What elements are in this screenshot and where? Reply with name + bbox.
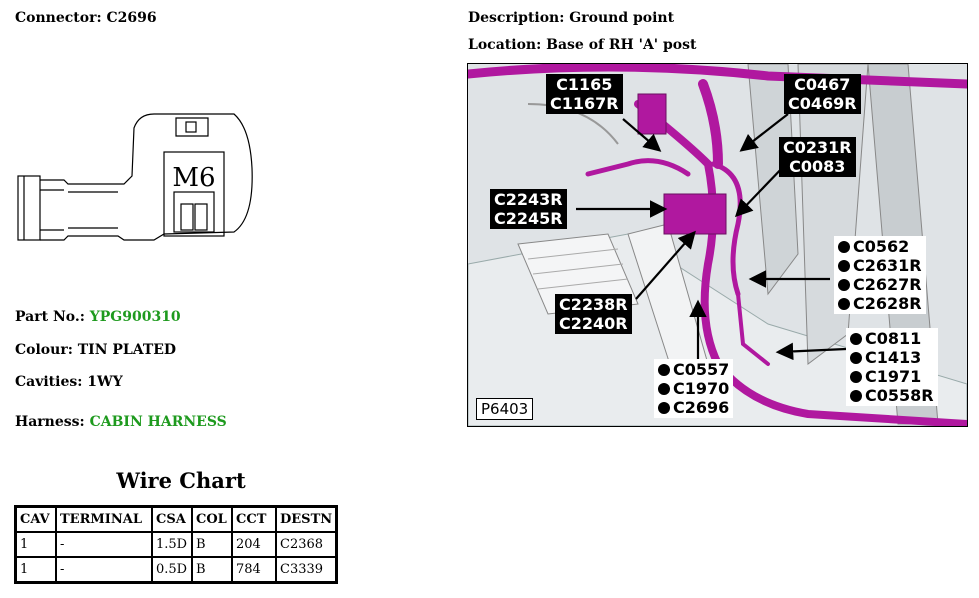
cavities-value: 1WY: [87, 374, 123, 390]
callout-line: C0231R: [783, 138, 852, 157]
table-row: 1 - 0.5D B 784 C3339: [14, 556, 338, 584]
table-row: 1 - 1.5D B 204 C2368: [14, 531, 338, 558]
bullet-icon: [850, 390, 862, 402]
callout-line: C1413: [850, 348, 934, 367]
callout-line: C1167R: [550, 94, 619, 113]
cell-csa: 0.5D: [151, 556, 193, 584]
cell-terminal: -: [55, 556, 153, 584]
callout-line: C2696: [658, 398, 729, 417]
connector-drawing: M6: [17, 113, 253, 241]
header-cct: CCT: [231, 505, 277, 533]
callout-line: C1165: [556, 75, 613, 94]
location-illustration: C1165 C1167R C0467 C0469R C0231R C0083 C…: [467, 63, 968, 427]
callout-line: C2240R: [559, 314, 628, 333]
bullet-icon: [850, 371, 862, 383]
cell-cct: 784: [231, 556, 277, 584]
callout-line: C2628R: [838, 294, 922, 313]
cell-destn: C3339: [275, 556, 338, 584]
callout-c2238r[interactable]: C2238R C2240R: [555, 294, 632, 334]
header-terminal: TERMINAL: [55, 505, 153, 533]
stud-label: M6: [172, 163, 215, 193]
cavities-row: Cavities: 1WY: [15, 374, 123, 390]
cell-col: B: [191, 531, 233, 558]
bullet-icon: [850, 352, 862, 364]
callout-line: C0083: [789, 157, 846, 176]
header-cav: CAV: [14, 505, 57, 533]
bullet-icon: [658, 383, 670, 395]
illustration-reference: P6403: [476, 398, 534, 420]
bullet-icon: [838, 260, 850, 272]
table-header-row: CAV TERMINAL CSA COL CCT DESTN: [14, 505, 338, 533]
cell-cav: 1: [14, 531, 57, 558]
part-no-row: Part No.: YPG900310: [15, 309, 181, 325]
bullet-icon: [658, 364, 670, 376]
callout-line: C1971: [850, 367, 934, 386]
callout-line: C0558R: [850, 386, 934, 405]
cell-cav: 1: [14, 556, 57, 584]
cell-destn: C2368: [275, 531, 338, 558]
callout-line: C1970: [658, 379, 729, 398]
description-value: Ground point: [569, 10, 675, 26]
callout-line: C2243R: [494, 190, 563, 209]
bullet-icon: [658, 402, 670, 414]
wire-chart-table: CAV TERMINAL CSA COL CCT DESTN 1 - 1.5D …: [14, 505, 339, 584]
connector-value: C2696: [106, 10, 157, 26]
callout-line: C0469R: [788, 94, 857, 113]
header-csa: CSA: [151, 505, 193, 533]
location-value: Base of RH 'A' post: [546, 37, 697, 53]
wire-chart-title: Wire Chart: [116, 468, 246, 493]
callout-c0811[interactable]: C0811 C1413 C1971 C0558R: [846, 328, 938, 406]
callout-arrows: [576, 113, 847, 361]
cell-cct: 204: [231, 531, 277, 558]
harness-row: Harness: CABIN HARNESS: [15, 414, 227, 430]
callout-c2243r[interactable]: C2243R C2245R: [490, 189, 567, 229]
colour-value: TIN PLATED: [77, 342, 177, 358]
callout-line: C2245R: [494, 209, 563, 228]
harness-link[interactable]: CABIN HARNESS: [89, 414, 227, 430]
bullet-icon: [850, 333, 862, 345]
callout-line: C0562: [838, 237, 922, 256]
location-label: Location: Base of RH 'A' post: [468, 37, 697, 53]
bullet-icon: [838, 298, 850, 310]
callout-line: C2627R: [838, 275, 922, 294]
cell-csa: 1.5D: [151, 531, 193, 558]
callout-line: C2238R: [559, 295, 628, 314]
header-col: COL: [191, 505, 233, 533]
callout-line: C0557: [658, 360, 729, 379]
callout-c0557[interactable]: C0557 C1970 C2696: [654, 359, 734, 418]
callout-c0562[interactable]: C0562 C2631R C2627R C2628R: [834, 236, 926, 314]
bullet-icon: [838, 279, 850, 291]
header-destn: DESTN: [275, 505, 338, 533]
description-label: Description: Ground point: [468, 10, 675, 26]
callout-line: C2631R: [838, 256, 922, 275]
callout-line: C0467: [794, 75, 851, 94]
cell-col: B: [191, 556, 233, 584]
callout-line: C0811: [850, 329, 934, 348]
cell-terminal: -: [55, 531, 153, 558]
part-no-link[interactable]: YPG900310: [89, 309, 181, 325]
callout-c0231r[interactable]: C0231R C0083: [779, 137, 856, 177]
connector-label: Connector: C2696: [15, 10, 157, 26]
colour-row: Colour: TIN PLATED: [15, 342, 177, 358]
callout-c1165[interactable]: C1165 C1167R: [546, 74, 623, 114]
bullet-icon: [838, 241, 850, 253]
callout-c0467[interactable]: C0467 C0469R: [784, 74, 861, 114]
